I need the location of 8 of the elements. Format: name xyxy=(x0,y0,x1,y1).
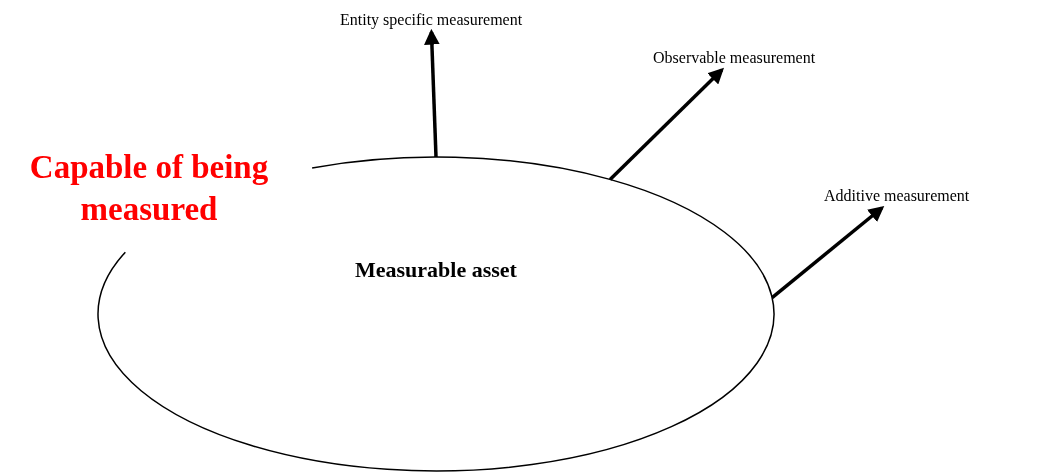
annotation-text: Capable of being measured xyxy=(28,148,270,229)
node-title: Measurable asset xyxy=(354,257,518,283)
arrow xyxy=(608,67,724,181)
measurement-label: Additive measurement xyxy=(824,187,970,205)
measurement-label: Entity specific measurement xyxy=(340,11,523,29)
arrow xyxy=(771,206,885,299)
measurement-label: Observable measurement xyxy=(653,49,816,67)
arrow xyxy=(424,28,440,158)
